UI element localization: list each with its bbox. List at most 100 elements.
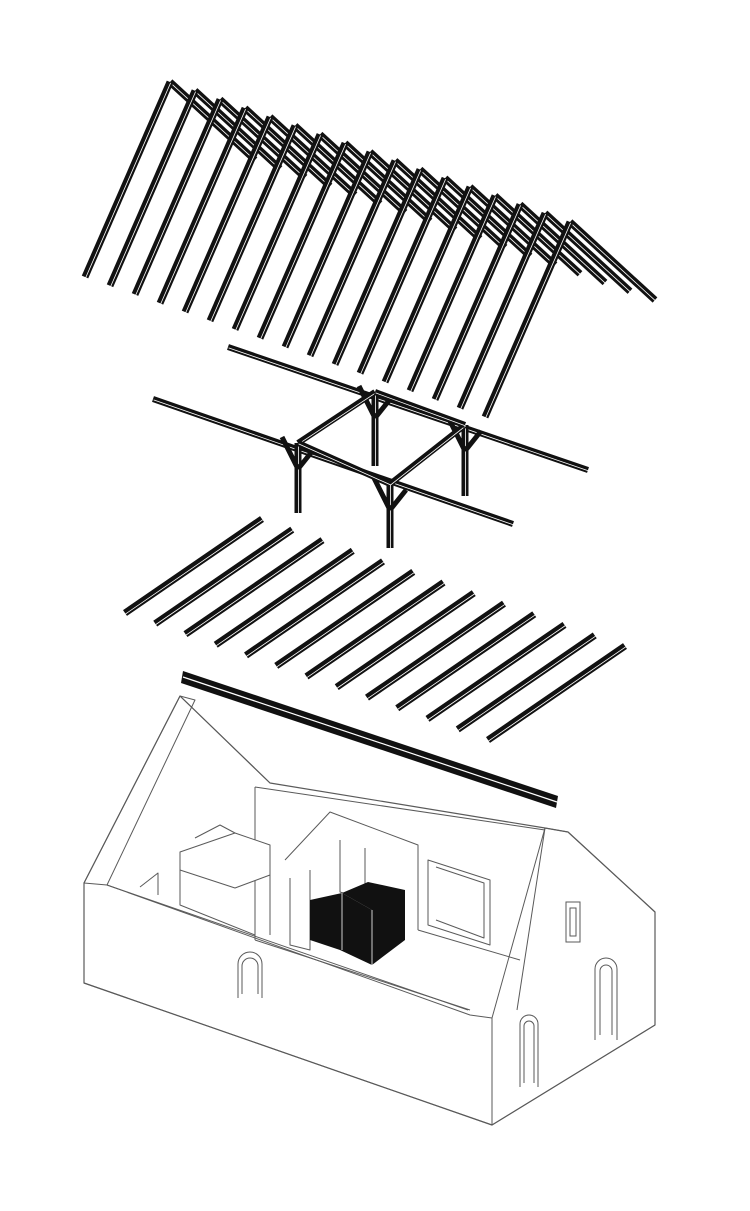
rafter-left-15-edge [435, 205, 521, 401]
right-gable-wall [491, 827, 656, 1019]
rafter-left-11-edge [335, 170, 421, 366]
gable-door-left-frame [523, 1020, 535, 1083]
rafter-left-12-edge [360, 178, 446, 375]
rafter-left-5-edge [185, 117, 271, 314]
ceiling-joist-3 [183, 537, 325, 638]
ceiling-joist-5-edge [246, 561, 384, 657]
rafter-left-2-edge [110, 91, 196, 287]
ceiling-joist-8-edge [337, 593, 475, 689]
rafter-left-5 [181, 115, 274, 314]
left-gable-wall [83, 695, 196, 886]
ridge-beam-layer [181, 671, 558, 808]
rafter-left-1-edge [85, 82, 171, 279]
rafter-left-9 [281, 150, 374, 349]
ceiling-joist-6 [274, 569, 416, 669]
ceiling-joist-13 [486, 643, 627, 743]
ceiling-joist-7 [304, 579, 446, 680]
ceiling-joist-13-edge [488, 646, 626, 742]
rafter-left-12 [356, 176, 449, 375]
top-beam-front-edge [298, 443, 391, 486]
rafter-left-17-edge [485, 222, 571, 419]
left-gable-slope-inner [179, 695, 271, 784]
right-gable-inner [516, 827, 546, 1011]
ceiling-joist-10-edge [397, 614, 536, 710]
purlin-back [227, 344, 589, 473]
ceiling-joist-4 [213, 547, 355, 648]
knee-brace-b-2 [388, 488, 408, 512]
interior-counter-front [179, 852, 256, 936]
rafter-left-8-edge [260, 143, 346, 340]
interior-shelf [194, 824, 236, 839]
ceiling-joist-2 [153, 526, 295, 627]
tie-beam-left-edge [298, 392, 376, 445]
ceiling-joist-6-edge [276, 572, 415, 668]
knee-brace-b-4 [463, 429, 483, 453]
ridge-beam-groove [182, 676, 558, 803]
ceiling-joist-3-edge [185, 540, 324, 636]
gable-window-frame [569, 907, 577, 937]
ceiling-joist-2-edge [155, 530, 294, 625]
rafter-left-17 [481, 220, 574, 419]
rafter-left-2 [106, 89, 199, 288]
ceiling-joist-9 [365, 600, 506, 701]
roof-rafters-layer [81, 79, 658, 419]
knee-brace-b-3 [373, 396, 393, 420]
inserted-volume-side [342, 882, 405, 965]
rafter-left-3 [131, 98, 224, 296]
inserted-volume-front [310, 893, 372, 965]
rafter-left-6 [206, 124, 299, 323]
rafter-left-1 [81, 80, 174, 279]
rafter-left-7 [231, 133, 324, 331]
knee-brace-b-1 [296, 447, 316, 471]
ceiling-joist-8 [334, 590, 476, 690]
interior-corner-left [139, 872, 159, 895]
interior-window-back-frame [435, 866, 485, 939]
rafter-left-10 [306, 159, 399, 358]
front-arched-window-frame [241, 957, 259, 994]
ceiling-joist-10 [395, 611, 537, 712]
rafter-left-4-edge [160, 108, 246, 305]
ceiling-joist-12-edge [458, 635, 596, 731]
rafter-left-13 [381, 185, 474, 384]
right-wall-base [491, 1024, 656, 1126]
gable-door-left [519, 1014, 539, 1087]
ceiling-joist-11 [425, 621, 567, 722]
gable-door-right-frame [599, 964, 613, 1035]
rafter-left-6-edge [210, 126, 296, 322]
back-wall-top [254, 786, 546, 831]
interior-floor-right [417, 929, 521, 961]
purlin-back-edge [228, 347, 589, 472]
house-shell-layer [83, 695, 656, 1126]
top-beam-back-edge [375, 392, 466, 427]
ceiling-joist-7-edge [306, 583, 445, 678]
interior-floor-front [254, 939, 471, 1011]
ceiling-joist-4-edge [216, 551, 354, 646]
rafter-left-15 [431, 203, 524, 401]
rafter-left-13-edge [385, 187, 471, 384]
rafter-left-16-edge [460, 213, 546, 410]
ceiling-joist-1-edge [125, 519, 263, 615]
rafter-left-9-edge [285, 152, 371, 349]
tie-beam-right-edge [390, 425, 466, 486]
interior-partition-wall [284, 811, 419, 930]
rafter-left-7-edge [235, 135, 321, 331]
knee-brace-a-3 [356, 384, 378, 420]
ceiling-joist-1 [123, 516, 264, 616]
rafter-left-8 [256, 141, 349, 340]
top-beam-back [373, 389, 467, 428]
gable-window [565, 901, 581, 943]
interior-window-back [427, 859, 491, 946]
tie-beam-left [296, 389, 377, 446]
front-arched-window [237, 951, 263, 998]
rafter-left-10-edge [310, 161, 396, 357]
ceiling-joist-5 [244, 558, 385, 659]
knee-brace-a-2 [371, 476, 393, 512]
front-wall [83, 882, 493, 1125]
purlin-front-edge [153, 399, 514, 526]
roof-truss-frame-layer [152, 344, 589, 549]
rafter-right-17-edge [570, 222, 656, 302]
ceiling-joist-12 [455, 632, 597, 733]
rafter-left-14-edge [410, 196, 496, 392]
rafter-left-14 [406, 194, 499, 393]
